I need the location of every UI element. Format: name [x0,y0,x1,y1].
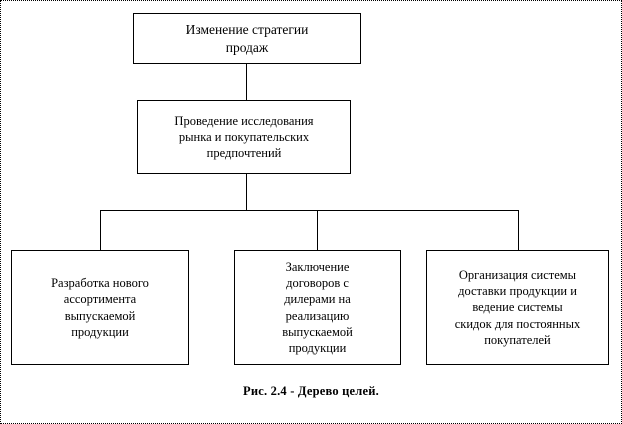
node-market-research: Проведение исследования рынка и покупате… [137,100,351,174]
node-delivery-discounts: Организация системы доставки продукции и… [426,250,609,365]
node-market-research-label: Проведение исследования рынка и покупате… [174,113,314,161]
figure-caption: Рис. 2.4 - Дерево целей. [243,384,379,398]
connector-drop-leaf-1 [100,210,101,250]
connector-research-stem [246,174,247,210]
connector-root-to-research [246,64,247,100]
connector-drop-leaf-3 [518,210,519,250]
connector-drop-leaf-2 [317,210,318,250]
node-root-goal-label: Изменение стратегии продаж [185,21,309,55]
node-dealer-contracts: Заключение договоров с дилерами на реали… [234,250,401,365]
node-root-goal: Изменение стратегии продаж [133,13,361,64]
node-new-assortment-label: Разработка нового ассортимента выпускаем… [51,276,149,339]
node-delivery-discounts-label: Организация системы доставки продукции и… [454,267,581,347]
node-new-assortment: Разработка нового ассортимента выпускаем… [11,250,189,365]
node-dealer-contracts-label: Заключение договоров с дилерами на реали… [282,259,353,355]
connector-horizontal-bus [100,210,519,211]
